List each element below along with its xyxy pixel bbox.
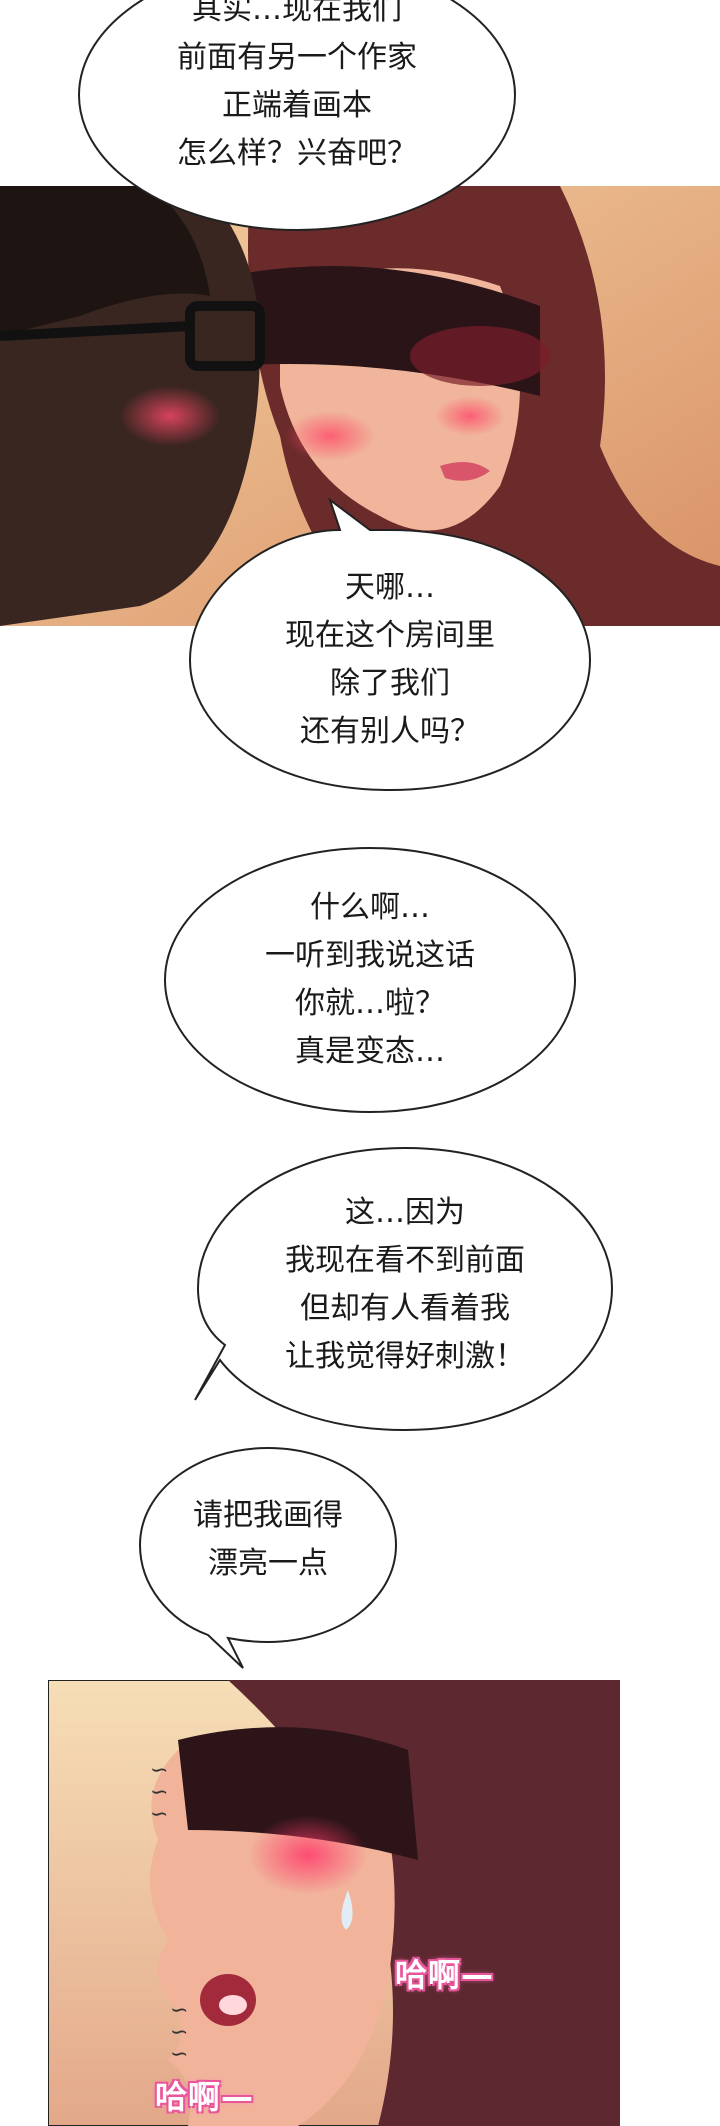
speech-line: 什么啊… xyxy=(310,890,430,925)
speech-bubble-4: 这…因为 我现在看不到前面 但却有人看着我 让我觉得好刺激！ xyxy=(190,1140,620,1440)
comic-panel-2 xyxy=(48,1680,620,2126)
speech-bubble-1-outline xyxy=(78,0,516,231)
panel-1-illustration xyxy=(0,186,720,626)
speech-line: 还有别人吗？ xyxy=(300,714,480,749)
speech-line: 你就…啦？ xyxy=(295,986,445,1021)
speech-line: 其实…现在我们 xyxy=(192,0,402,27)
speech-bubble-3: 什么啊… 一听到我说这话 你就…啦？ 真是变态… xyxy=(160,840,580,1120)
speech-line: 让我觉得好刺激！ xyxy=(285,1339,525,1374)
speech-line: 前面有另一个作家 xyxy=(177,40,417,75)
speech-line: 现在这个房间里 xyxy=(285,618,495,653)
speech-bubble-5-outline xyxy=(138,1446,398,1669)
speech-bubble-5: 请把我画得 漂亮一点 xyxy=(128,1440,408,1670)
speech-line: 真是变态… xyxy=(295,1034,445,1069)
speech-line: 我现在看不到前面 xyxy=(285,1243,525,1278)
speech-line: 但却有人看着我 xyxy=(300,1291,510,1326)
moan-sfx-1: 哈啊— xyxy=(395,1956,495,1994)
comic-panel-1 xyxy=(0,186,720,626)
speech-bubble-2-outline xyxy=(188,497,592,792)
speech-bubble-2: 天哪… 现在这个房间里 除了我们 还有别人吗？ xyxy=(180,497,600,800)
speech-line: 怎么样？兴奋吧？ xyxy=(177,136,417,171)
speech-bubble-3-outline xyxy=(164,847,576,1113)
speech-line: 正端着画本 xyxy=(222,88,372,123)
speech-line: 除了我们 xyxy=(330,666,450,701)
breath-mark-2: ∽∽∽ xyxy=(170,1998,189,2067)
breath-mark-1: ∽∽∽ xyxy=(150,1758,169,1827)
speech-line: 一听到我说这话 xyxy=(265,938,475,973)
speech-line: 请把我画得 xyxy=(193,1498,343,1533)
speech-line: 漂亮一点 xyxy=(208,1546,328,1581)
speech-line: 这…因为 xyxy=(345,1195,465,1230)
speech-line: 天哪… xyxy=(345,570,435,605)
moan-sfx-2: 哈啊— xyxy=(155,2078,255,2116)
speech-bubble-1: 其实…现在我们 前面有另一个作家 正端着画本 怎么样？兴奋吧？ xyxy=(72,0,522,250)
speech-bubble-4-outline xyxy=(194,1146,614,1432)
panel-2-illustration xyxy=(48,1680,620,2126)
